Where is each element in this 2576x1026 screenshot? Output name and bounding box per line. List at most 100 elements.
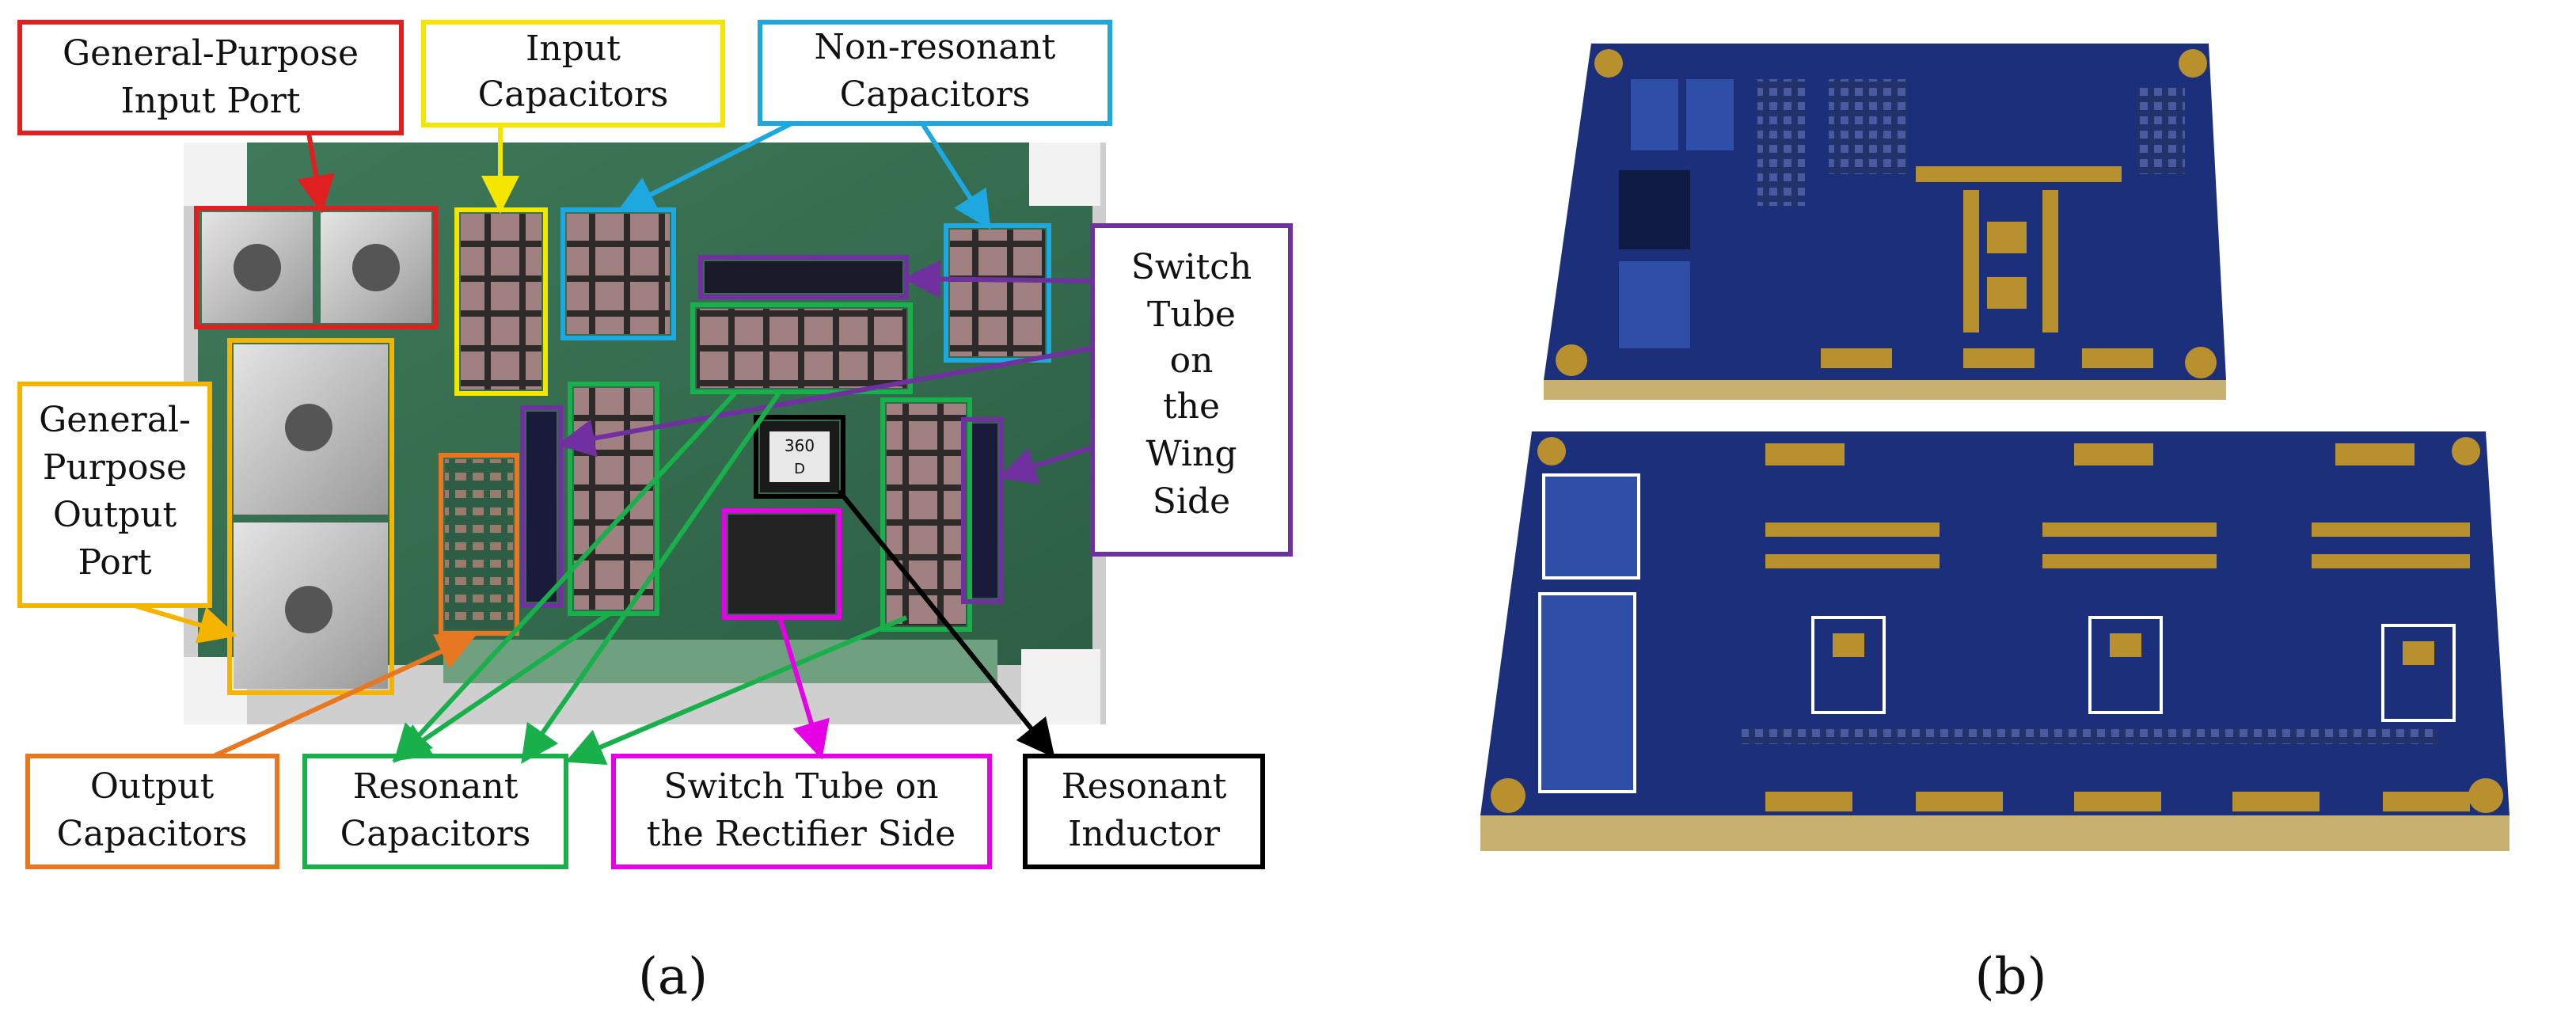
resonant-caps-label-2: Capacitors — [340, 814, 531, 854]
resonant-caps-highlight-top — [690, 302, 913, 394]
output-capacitor-bank — [445, 459, 513, 629]
mount-hole — [2468, 778, 2503, 813]
wing-switch-right — [967, 424, 997, 598]
connector — [1765, 443, 1845, 466]
pad-block — [1686, 79, 1734, 150]
output-port-highlight — [227, 338, 394, 695]
nonres-capacitor-bank-left — [567, 214, 670, 334]
arrow-wing-left — [557, 346, 1093, 458]
output-port-label-3: Output — [53, 495, 177, 535]
bottom-board — [1480, 431, 2510, 815]
input-caps-label-1: Input — [526, 28, 621, 69]
nonres-caps-label-box — [758, 20, 1112, 126]
gold-row — [1765, 522, 1940, 537]
mount-hole — [1556, 344, 1587, 376]
output-port-label-2: Purpose — [43, 447, 187, 488]
rectifier-switch — [728, 515, 835, 614]
inductor-label-2: Inductor — [1068, 814, 1221, 854]
wing-switch-label-4: the — [1163, 386, 1220, 427]
connector — [2383, 792, 2470, 811]
input-caps-label-box — [421, 20, 725, 127]
standoff — [1029, 142, 1100, 206]
gold-pad — [1987, 277, 2027, 309]
arrow-rectifier — [777, 617, 830, 760]
arrow-resonant-2 — [392, 611, 611, 762]
pad-block — [1542, 473, 1640, 580]
arrow-wing-top — [902, 260, 1093, 298]
input-port-hole-2 — [352, 244, 400, 291]
callout-arrows — [134, 121, 1093, 766]
input-port-label-2: Input Port — [121, 81, 301, 121]
gold-pad — [2403, 641, 2434, 665]
mount-hole — [1491, 778, 1525, 813]
arrow-resonant-4 — [564, 615, 908, 766]
inductor-footprint — [2381, 624, 2456, 722]
resonant-caps-label-box — [302, 754, 568, 869]
output-port-label-box — [17, 382, 212, 608]
output-port-label-1: General- — [39, 400, 191, 440]
nonres-caps-label-2: Capacitors — [840, 74, 1031, 115]
wing-switch-left — [526, 412, 557, 602]
connector — [2074, 443, 2153, 466]
mount-hole — [2452, 437, 2480, 466]
wing-switch-label-3: on — [1170, 340, 1214, 381]
inductor-marking-1: 360 — [785, 436, 815, 455]
nonres-caps-label-1: Non-resonant — [815, 27, 1056, 67]
inductor-footprint — [1811, 616, 1886, 714]
gold-pad — [2110, 633, 2141, 657]
input-caps-label-2: Capacitors — [478, 74, 669, 115]
output-port-label-4: Port — [78, 542, 151, 583]
arrow-output-port — [134, 603, 237, 644]
standoff — [184, 142, 247, 206]
input-port-label-1: General-Purpose — [63, 33, 359, 74]
resonant-capacitor-left — [574, 388, 653, 610]
connector — [1916, 792, 2003, 811]
nonres-capacitor-bank-right — [950, 230, 1045, 356]
pad-strip — [2137, 87, 2185, 174]
pad-strip — [1757, 79, 1805, 206]
rectifier-switch-label-2: the Rectifier Side — [647, 814, 956, 854]
input-port-label-box — [17, 20, 404, 135]
gold-pad — [1987, 222, 2027, 253]
output-caps-highlight — [439, 453, 519, 636]
wing-switch-label-box — [1090, 223, 1293, 557]
pad-block — [1538, 592, 1636, 793]
input-port-hole-1 — [234, 244, 281, 291]
gold-pad — [1833, 633, 1864, 657]
arrow-nonres-right — [920, 122, 991, 230]
inductor-highlight — [754, 415, 845, 499]
mount-hole — [1594, 49, 1623, 78]
terminal-strip — [443, 640, 997, 683]
gold-row — [1765, 554, 1940, 568]
connector — [2335, 443, 2415, 466]
arrow-inductor — [837, 489, 1055, 758]
wing-switch-label-1: Switch — [1131, 247, 1252, 287]
mount-hole — [1537, 437, 1566, 466]
top-board-components — [1556, 49, 2217, 378]
rectifier-switch-label-box — [611, 754, 992, 869]
inductor-label-plate — [769, 431, 830, 482]
resonant-capacitor-top — [697, 309, 906, 388]
connector — [1963, 348, 2035, 368]
gold-trace — [1963, 190, 1979, 332]
mount-hole — [2185, 347, 2217, 378]
standoff — [1021, 649, 1100, 724]
arrow-input-port — [297, 132, 335, 214]
wing-switch-label-2: Tube — [1147, 294, 1236, 335]
wing-switch-highlight-right — [961, 417, 1004, 604]
top-board-side — [1544, 380, 2226, 400]
gold-trace — [1916, 166, 2122, 182]
gold-row — [2312, 522, 2470, 537]
arrow-resonant-1 — [393, 390, 739, 763]
arrow-output-caps — [212, 634, 476, 758]
output-caps-label-box — [25, 754, 279, 869]
connector — [2074, 792, 2161, 811]
pad-strip — [1742, 728, 2438, 744]
resonant-capacitor-right — [887, 404, 966, 625]
resonant-caps-label-1: Resonant — [353, 766, 519, 807]
gold-trace — [2042, 190, 2058, 332]
inductor-label-1: Resonant — [1062, 766, 1227, 807]
bottom-board-components — [1491, 437, 2503, 813]
label-boxes: General-Purpose Input Port Input Capacit… — [17, 20, 1293, 869]
